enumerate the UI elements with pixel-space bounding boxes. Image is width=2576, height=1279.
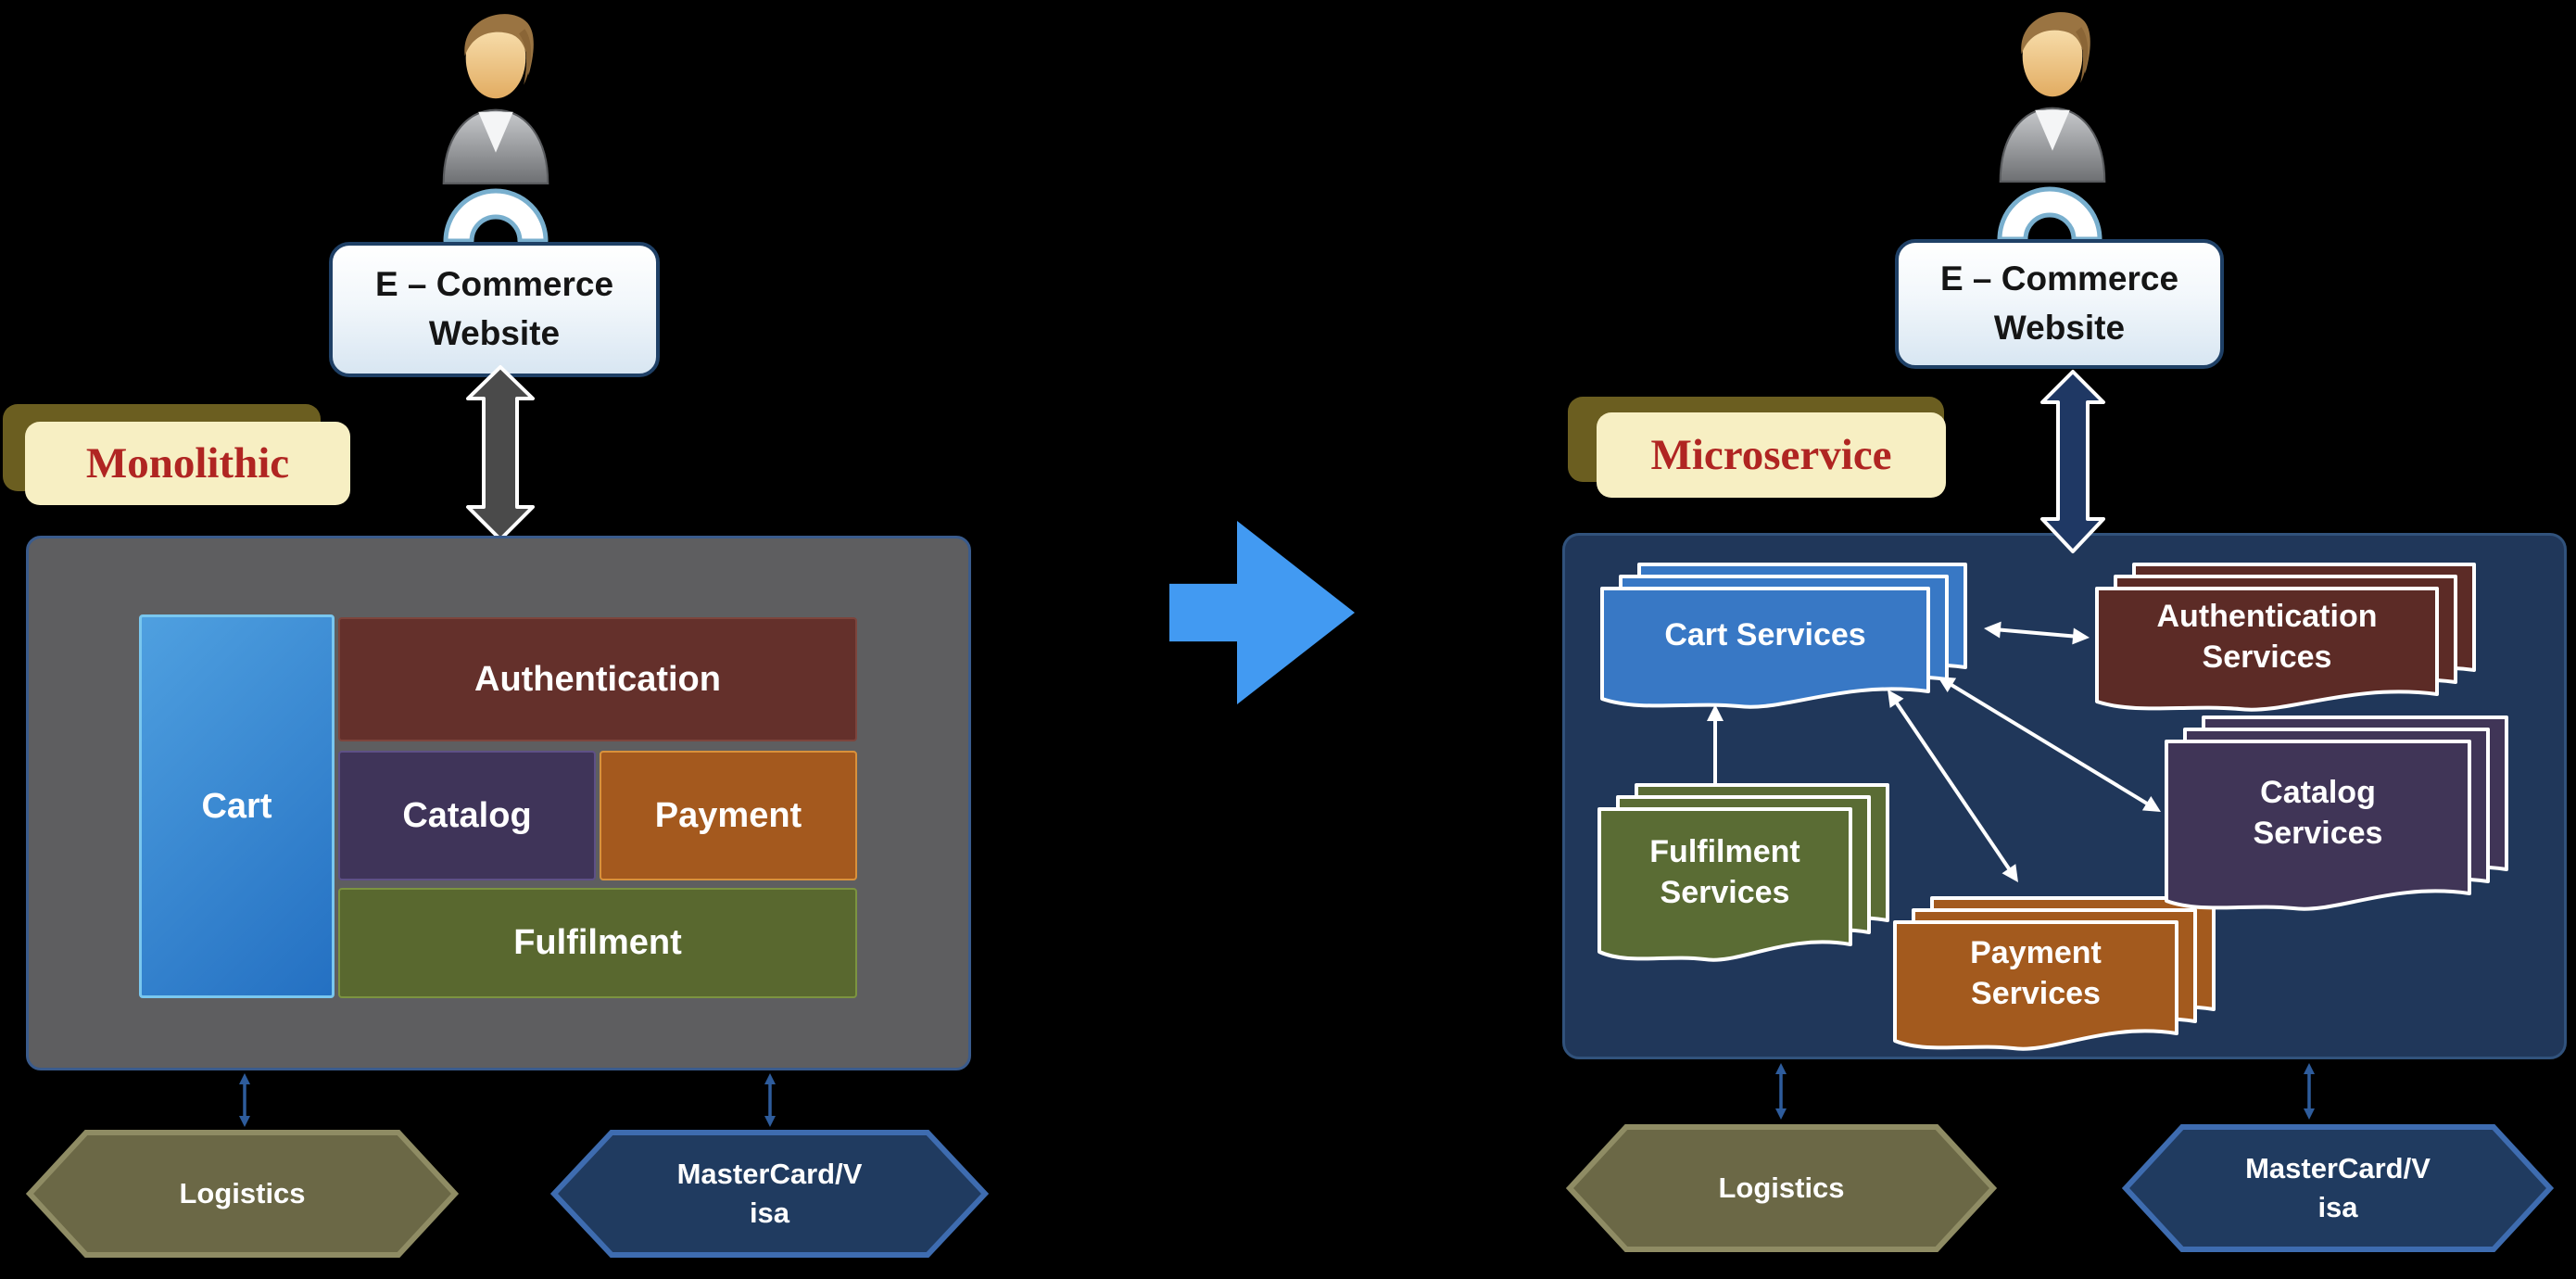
service-card-label-cart: Cart Services	[1600, 587, 1930, 684]
microservice-badge: Microservice	[1597, 412, 1946, 498]
arrowhead	[764, 1073, 776, 1084]
monolithic-badge-label: Monolithic	[85, 439, 290, 488]
arrowhead	[1888, 690, 1904, 708]
hexagon-logistics-right-label: Logistics	[1718, 1171, 1845, 1205]
service-card-shape	[2165, 740, 2471, 911]
hexagon-card-right-shape	[2122, 1124, 2554, 1252]
arrow-line	[1890, 696, 2015, 876]
hexagon-logistics-left-label: Logistics	[179, 1177, 306, 1210]
monolith-module-catalog: Catalog	[338, 751, 596, 880]
arrow-line	[1992, 627, 2081, 640]
hexagon-logistics-left-shape	[26, 1130, 459, 1258]
arrowhead	[239, 1073, 250, 1084]
monolith-to-microservice-arrow	[1169, 521, 1355, 704]
hexagon-logistics-left: Logistics	[26, 1129, 459, 1259]
monolith-module-authentication: Authentication	[338, 617, 857, 741]
hexagon-logistics-right-shape	[1566, 1124, 1997, 1252]
hexagon-logistics-right: Logistics	[1566, 1123, 1997, 1253]
service-card-shape	[1597, 807, 1852, 962]
arrowhead	[2001, 864, 2018, 882]
arrowhead	[2304, 1063, 2315, 1074]
service-card-catalog-line2: Services	[2253, 816, 2383, 851]
arrowhead	[2304, 1108, 2315, 1120]
hexagon-card-right: MasterCard/V isa	[2122, 1123, 2554, 1253]
arc-connector-left	[443, 188, 549, 243]
monolith-module-cart: Cart	[139, 614, 335, 998]
hexagon-card-left-line2: isa	[749, 1197, 790, 1229]
arrowhead	[1984, 621, 2001, 639]
monolith-container: Cart Authentication Catalog Payment Fulf…	[26, 536, 971, 1070]
hexagon-card-right-line2: isa	[2317, 1191, 2358, 1223]
monolith-module-fulfilment-label: Fulfilment	[513, 923, 682, 962]
person-icon-right	[1999, 12, 2106, 183]
service-card-payment-line2: Services	[1971, 976, 2101, 1011]
service-card-fulfilment-line1: Fulfilment	[1649, 833, 1800, 869]
monolith-module-payment-label: Payment	[654, 795, 802, 835]
website-box-left-line1: E – Commerce	[374, 265, 614, 304]
website-box-right: E – Commerce Website	[1895, 239, 2224, 369]
service-card-cart-line1: Cart Services	[1664, 617, 1866, 653]
arrowhead	[1775, 1108, 1787, 1120]
monolithic-badge: Monolithic	[25, 422, 350, 505]
website-microservice-arrow	[2040, 370, 2105, 553]
service-card-authentication-line1: Authentication	[2156, 598, 2378, 634]
hexagon-card-right-line1: MasterCard/V	[2245, 1152, 2431, 1185]
hexagon-card-left-shape	[550, 1130, 989, 1258]
service-card-catalog-line1: Catalog	[2260, 774, 2376, 810]
arrow-line	[1944, 679, 2154, 809]
service-card-shape	[1600, 587, 1930, 709]
monolith-module-catalog-label: Catalog	[402, 795, 532, 835]
arc-connector-right	[1997, 186, 2102, 241]
service-connection-arrows	[1707, 621, 2161, 882]
hexagon-card-left: MasterCard/V isa	[550, 1129, 989, 1259]
arrowhead	[1775, 1063, 1787, 1074]
arrowhead	[764, 1116, 776, 1127]
microservice-badge-label: Microservice	[1650, 431, 1892, 479]
arrowhead	[2141, 796, 2161, 812]
service-card-payment-line1: Payment	[1970, 934, 2102, 970]
arrowhead	[239, 1116, 250, 1127]
service-card-authentication-line2: Services	[2202, 640, 2332, 675]
service-card-fulfilment	[1597, 807, 1852, 962]
hexagon-card-left-line1: MasterCard/V	[676, 1158, 863, 1191]
website-monolith-arrow	[466, 365, 535, 541]
service-card-shape	[2095, 587, 2439, 712]
person-icon-left	[442, 14, 549, 184]
website-box-left: E – Commerce Website	[329, 242, 660, 377]
arrowhead	[1707, 704, 1724, 721]
monolith-module-cart-label: Cart	[201, 786, 272, 826]
monolith-module-fulfilment: Fulfilment	[338, 888, 857, 998]
website-box-right-line1: E – Commerce	[1939, 260, 2179, 298]
service-card-authentication	[2095, 587, 2439, 712]
website-box-left-line2: Website	[428, 314, 561, 352]
hexagon-card-right-label: MasterCard/V isa	[2122, 1123, 2554, 1253]
monolith-module-authentication-label: Authentication	[474, 659, 721, 699]
service-card-catalog	[2165, 740, 2471, 911]
service-card-payment	[1893, 920, 2178, 1051]
arrowhead	[2072, 627, 2090, 645]
monolith-module-payment: Payment	[600, 751, 857, 880]
website-box-right-line2: Website	[1993, 309, 2126, 347]
service-card-shape	[1893, 920, 2178, 1051]
service-stack-cart: Cart Services	[1600, 563, 1967, 714]
service-card-cart	[1600, 587, 1930, 709]
service-card-fulfilment-line2: Services	[1660, 875, 1790, 910]
hexagon-card-left-label: MasterCard/V isa	[550, 1129, 989, 1259]
